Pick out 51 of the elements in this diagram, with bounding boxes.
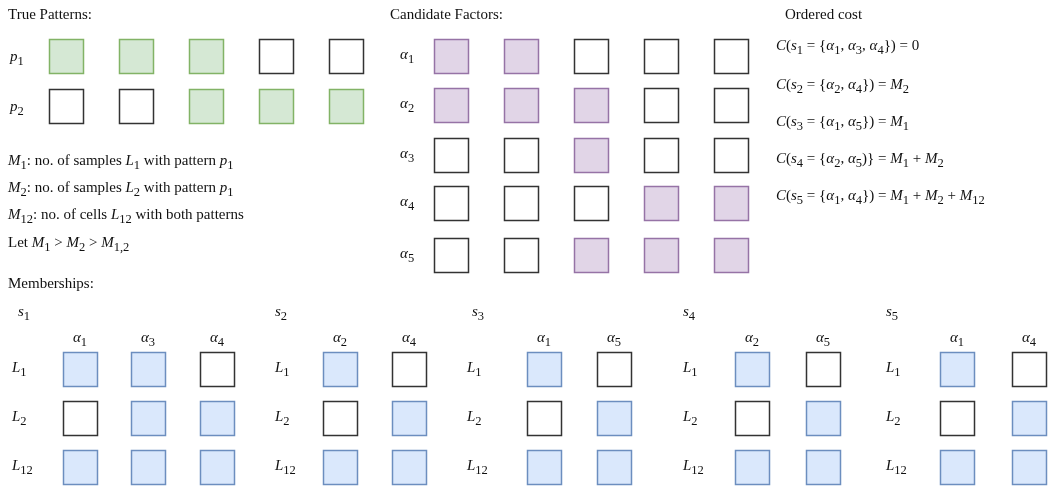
row-label: p$_{1}$ xyxy=(10,47,24,69)
set-label: s$_{5}$ xyxy=(886,302,899,324)
definition-text: M$_{2}$: no. of samples L$_{2}$ with pattern p$_{1}$ xyxy=(8,178,234,200)
cost-equation: C(s$_{4}$ = {α$_{2}$, α$_{5}$)} = M$_{1}$ + M$_{2}$ xyxy=(776,149,944,171)
row-label: L$_{1}$ xyxy=(12,358,27,380)
definition-text: M$_{1}$: no. of samples L$_{1}$ with pattern p$_{1}$ xyxy=(8,151,234,173)
cost-equation: C(s$_{2}$ = {α$_{2}$, α$_{4}$}) = M$_{2}$ xyxy=(776,75,909,97)
row-label: L$_{12}$ xyxy=(12,456,33,478)
row-label: α$_{2}$ xyxy=(400,94,415,116)
set-label: s$_{4}$ xyxy=(683,302,696,324)
cost-equation: C(s$_{3}$ = {α$_{1}$, α$_{5}$}) = M$_{1}$ xyxy=(776,112,909,134)
column-label: α$_{5}$ xyxy=(815,328,831,350)
row-label: L$_{12}$ xyxy=(275,456,296,478)
row-label: α$_{4}$ xyxy=(400,192,415,214)
column-label: α$_{4}$ xyxy=(401,328,417,350)
column-label: α$_{4}$ xyxy=(209,328,225,350)
section-heading: Memberships: xyxy=(8,274,94,292)
column-label: α$_{1}$ xyxy=(536,328,552,350)
row-label: L$_{1}$ xyxy=(886,358,901,380)
definition-text: Let M$_{1}$ > M$_{2}$ > M$_{1,2}$ xyxy=(8,233,130,255)
section-heading: True Patterns: xyxy=(8,5,93,23)
row-label: α$_{3}$ xyxy=(400,144,415,166)
column-label: α$_{2}$ xyxy=(332,328,348,350)
row-label: L$_{1}$ xyxy=(683,358,698,380)
row-label: L$_{2}$ xyxy=(467,407,482,429)
column-label: α$_{1}$ xyxy=(949,328,965,350)
row-label: L$_{12}$ xyxy=(683,456,704,478)
row-label: α$_{1}$ xyxy=(400,45,415,67)
section-heading: Candidate Factors: xyxy=(390,5,503,23)
set-label: s$_{2}$ xyxy=(275,302,288,324)
column-label: α$_{4}$ xyxy=(1021,328,1037,350)
row-label: L$_{1}$ xyxy=(467,358,482,380)
set-label: s$_{3}$ xyxy=(472,302,485,324)
row-label: L$_{2}$ xyxy=(683,407,698,429)
row-label: L$_{2}$ xyxy=(275,407,290,429)
row-label: L$_{2}$ xyxy=(886,407,901,429)
row-label: L$_{12}$ xyxy=(886,456,907,478)
column-label: α$_{2}$ xyxy=(744,328,760,350)
row-label: L$_{1}$ xyxy=(275,358,290,380)
row-label: L$_{2}$ xyxy=(12,407,27,429)
column-label: α$_{3}$ xyxy=(140,328,156,350)
definition-text: M$_{12}$: no. of cells L$_{12}$ with both patterns xyxy=(8,205,244,227)
row-label: α$_{5}$ xyxy=(400,244,415,266)
set-label: s$_{1}$ xyxy=(18,302,31,324)
row-label: L$_{12}$ xyxy=(467,456,488,478)
cost-equation: C(s$_{1}$ = {α$_{1}$, α$_{3}$, α$_{4}$}) = 0 xyxy=(776,36,920,58)
column-label: α$_{1}$ xyxy=(72,328,88,350)
column-label: α$_{5}$ xyxy=(606,328,622,350)
section-heading: Ordered cost xyxy=(785,5,863,23)
cost-equation: C(s$_{5}$ = {α$_{1}$, α$_{4}$}) = M$_{1}$ + M$_{2}$ + M$_{12}$ xyxy=(776,186,985,208)
row-label: p$_{2}$ xyxy=(10,97,24,119)
